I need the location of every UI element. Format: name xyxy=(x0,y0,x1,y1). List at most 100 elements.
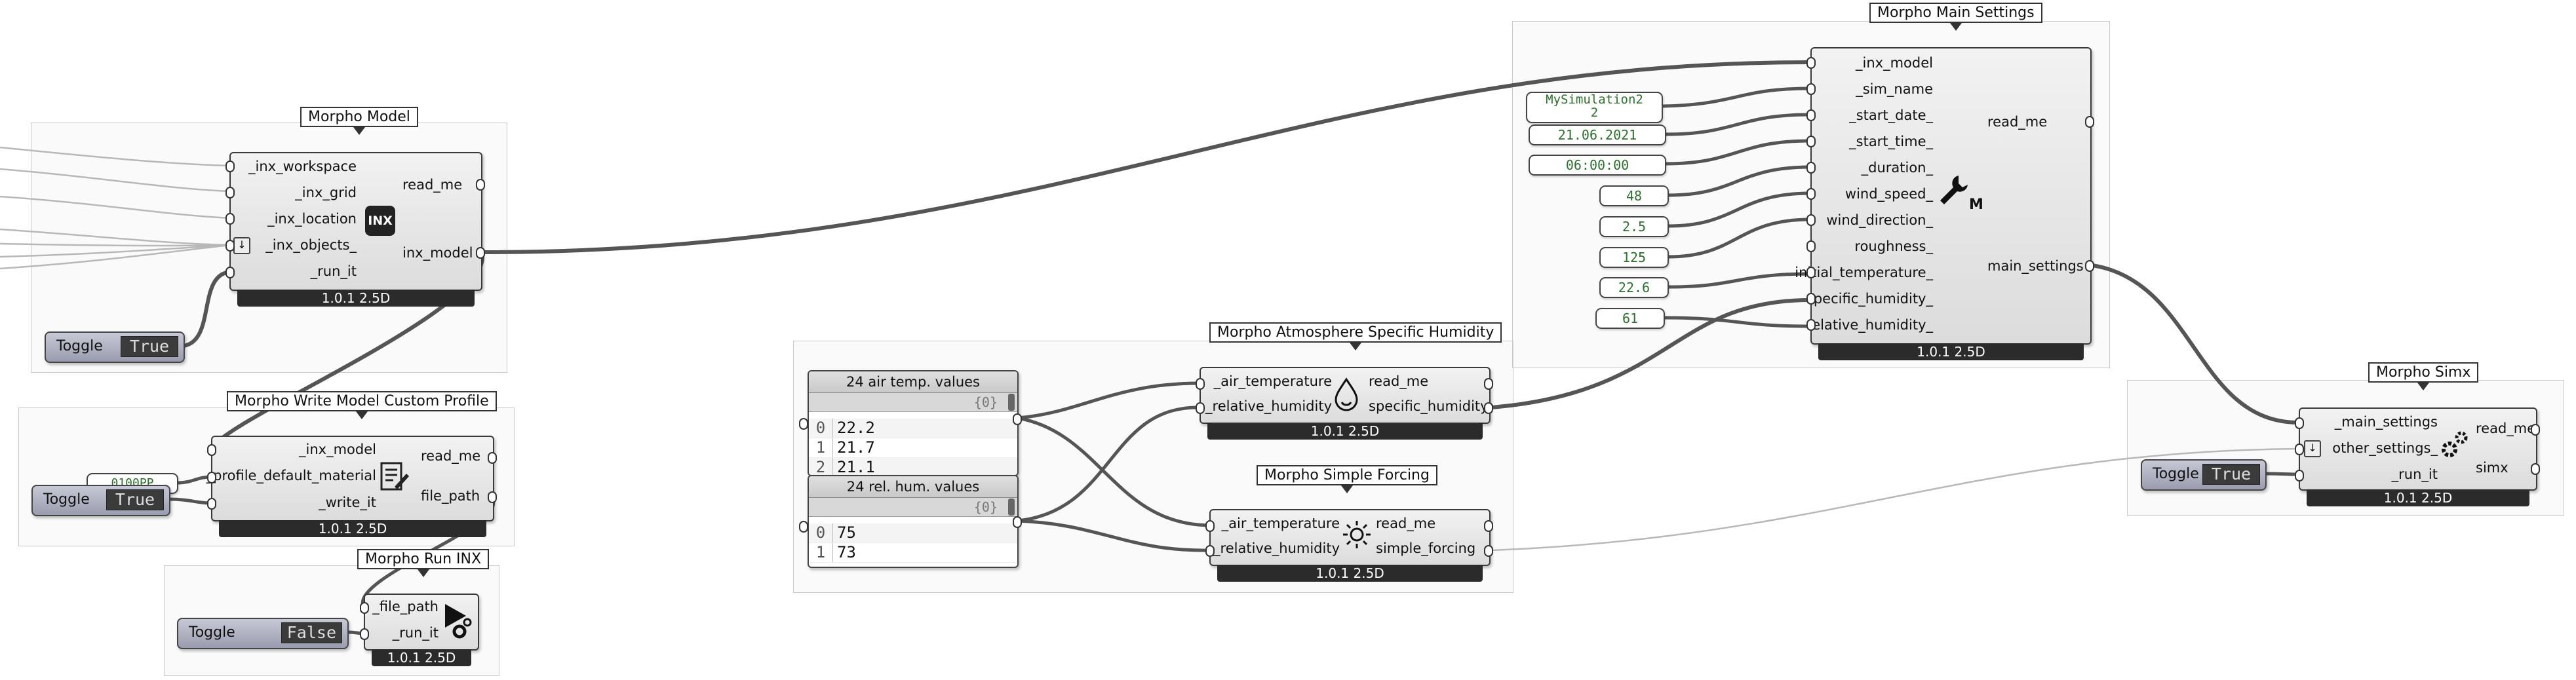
port-out[interactable] xyxy=(1013,516,1022,528)
port-out[interactable] xyxy=(1484,545,1493,557)
component-run-inx[interactable]: _file_path _run_it 1.0.1 2.5D xyxy=(364,594,479,666)
toggle-simx-run[interactable]: Toggle True xyxy=(2141,459,2267,491)
version-bar: 1.0.1 2.5D xyxy=(1217,565,1483,582)
panel-title: 24 rel. hum. values xyxy=(809,476,1017,498)
port-out[interactable] xyxy=(1484,402,1493,414)
panel-scrollbar[interactable] xyxy=(1008,394,1015,411)
input-air-temperature: _air_temperature xyxy=(1221,516,1340,531)
port-out[interactable] xyxy=(2531,463,2540,475)
panel-scrollbar[interactable] xyxy=(1008,499,1015,516)
port-out[interactable] xyxy=(1484,378,1493,390)
wire-inx-to-settings xyxy=(480,60,1812,254)
port-in[interactable] xyxy=(1205,545,1215,557)
input-air-temperature: _air_temperature xyxy=(1213,373,1332,389)
port-in[interactable] xyxy=(1806,293,1816,305)
port-in[interactable] xyxy=(799,418,808,430)
start-date-value[interactable]: 21.06.2021 xyxy=(1529,124,1666,145)
port-in[interactable] xyxy=(1806,57,1816,69)
component-atmosphere[interactable]: _air_temperature _relative_humidity read… xyxy=(1200,367,1491,440)
port-in[interactable] xyxy=(2295,470,2304,482)
start-time-value[interactable]: 06:00:00 xyxy=(1529,155,1666,176)
relative-humidity-value[interactable]: 61 xyxy=(1595,308,1665,329)
toggle-value[interactable]: True xyxy=(121,336,178,357)
port-in[interactable] xyxy=(1196,402,1205,414)
humidity-drop-icon xyxy=(1335,377,1358,411)
port-in[interactable] xyxy=(360,602,369,614)
wire-hum-atm xyxy=(1015,406,1201,523)
port-in[interactable] xyxy=(225,161,235,172)
port-out[interactable] xyxy=(2085,260,2094,272)
toggle-value[interactable]: True xyxy=(106,489,164,510)
initial-temperature-value[interactable]: 22.6 xyxy=(1599,277,1669,298)
port-out[interactable] xyxy=(1013,413,1022,425)
sun-forcing-icon xyxy=(1343,521,1371,548)
duration-value[interactable]: 48 xyxy=(1599,185,1669,206)
component-write-profile[interactable]: _inx_model _profile_default_material _wr… xyxy=(206,436,494,537)
port-in[interactable] xyxy=(1806,214,1816,226)
port-in[interactable] xyxy=(225,213,235,225)
toggle-value[interactable]: False xyxy=(281,622,342,643)
port-in[interactable] xyxy=(1806,319,1816,331)
component-simple-forcing[interactable]: _air_temperature _relative_humidity read… xyxy=(1209,509,1491,582)
port-in[interactable] xyxy=(225,267,235,278)
wrench-subscript: M xyxy=(1969,197,1983,213)
port-out[interactable] xyxy=(2085,116,2094,128)
input-start-time: _start_time_ xyxy=(1849,134,1933,149)
port-in[interactable] xyxy=(207,498,216,510)
toggle-profile-write[interactable]: Toggle True xyxy=(31,485,170,516)
version-bar: 1.0.1 2.5D xyxy=(2307,489,2529,506)
component-morpho-model[interactable]: _inx_workspace _inx_grid _inx_location _… xyxy=(229,152,482,307)
wind-speed-value[interactable]: 2.5 xyxy=(1599,216,1669,237)
port-in[interactable] xyxy=(360,628,369,640)
wire-simname xyxy=(1660,86,1812,108)
port-out[interactable] xyxy=(1484,520,1493,532)
wire-windspeed xyxy=(1666,191,1812,228)
input-profile-default-material: _profile_default_material xyxy=(206,468,376,483)
port-in[interactable] xyxy=(1806,267,1816,278)
port-out[interactable] xyxy=(476,179,485,191)
run-inx-icon xyxy=(445,604,472,639)
toggle-value[interactable]: True xyxy=(2202,464,2260,485)
wire-winddir xyxy=(1666,217,1812,259)
input-relative-humidity: _relative_humidity xyxy=(1213,540,1340,556)
port-out[interactable] xyxy=(488,452,497,464)
port-in[interactable] xyxy=(799,521,808,533)
wind-direction-value[interactable]: 125 xyxy=(1599,247,1669,268)
port-in[interactable] xyxy=(1806,109,1816,121)
port-in[interactable] xyxy=(207,444,216,456)
port-out[interactable] xyxy=(476,247,485,259)
toggle-model-run[interactable]: Toggle True xyxy=(45,331,185,363)
input-wind-speed: wind_speed_ xyxy=(1844,186,1933,202)
port-in[interactable] xyxy=(2295,417,2304,429)
flatten-icon[interactable]: ↓ xyxy=(2304,440,2321,457)
sim-name-value[interactable]: MySimulation2 2 xyxy=(1526,92,1663,123)
group-title-run-inx: Morpho Run INX xyxy=(357,549,490,577)
port-in[interactable] xyxy=(1806,136,1816,147)
port-in[interactable] xyxy=(225,187,235,198)
port-in[interactable] xyxy=(1205,520,1215,532)
port-out[interactable] xyxy=(488,491,497,503)
output-main-settings: main_settings xyxy=(1987,258,2084,274)
component-simx[interactable]: _main_settings other_settings_ _run_it ↓… xyxy=(2299,407,2537,506)
port-in[interactable] xyxy=(1806,240,1816,252)
component-main-settings[interactable]: _inx_model _sim_name _start_date_ _start… xyxy=(1795,47,2092,360)
port-out[interactable] xyxy=(2531,424,2540,436)
port-in[interactable] xyxy=(1806,188,1816,200)
port-in[interactable] xyxy=(1806,162,1816,174)
output-specific-humidity: specific_humidity xyxy=(1369,398,1489,414)
wire-objects-b xyxy=(0,242,232,247)
port-in[interactable] xyxy=(225,240,235,252)
wire-objects-d xyxy=(0,244,232,270)
port-in[interactable] xyxy=(1196,378,1205,390)
port-in[interactable] xyxy=(1806,83,1816,95)
port-in[interactable] xyxy=(2295,444,2304,455)
port-in[interactable] xyxy=(207,472,216,483)
flatten-icon[interactable]: ↓ xyxy=(233,237,250,254)
input-inx-model: _inx_model xyxy=(1856,55,1933,71)
toggle-run-inx[interactable]: Toggle False xyxy=(177,618,349,649)
